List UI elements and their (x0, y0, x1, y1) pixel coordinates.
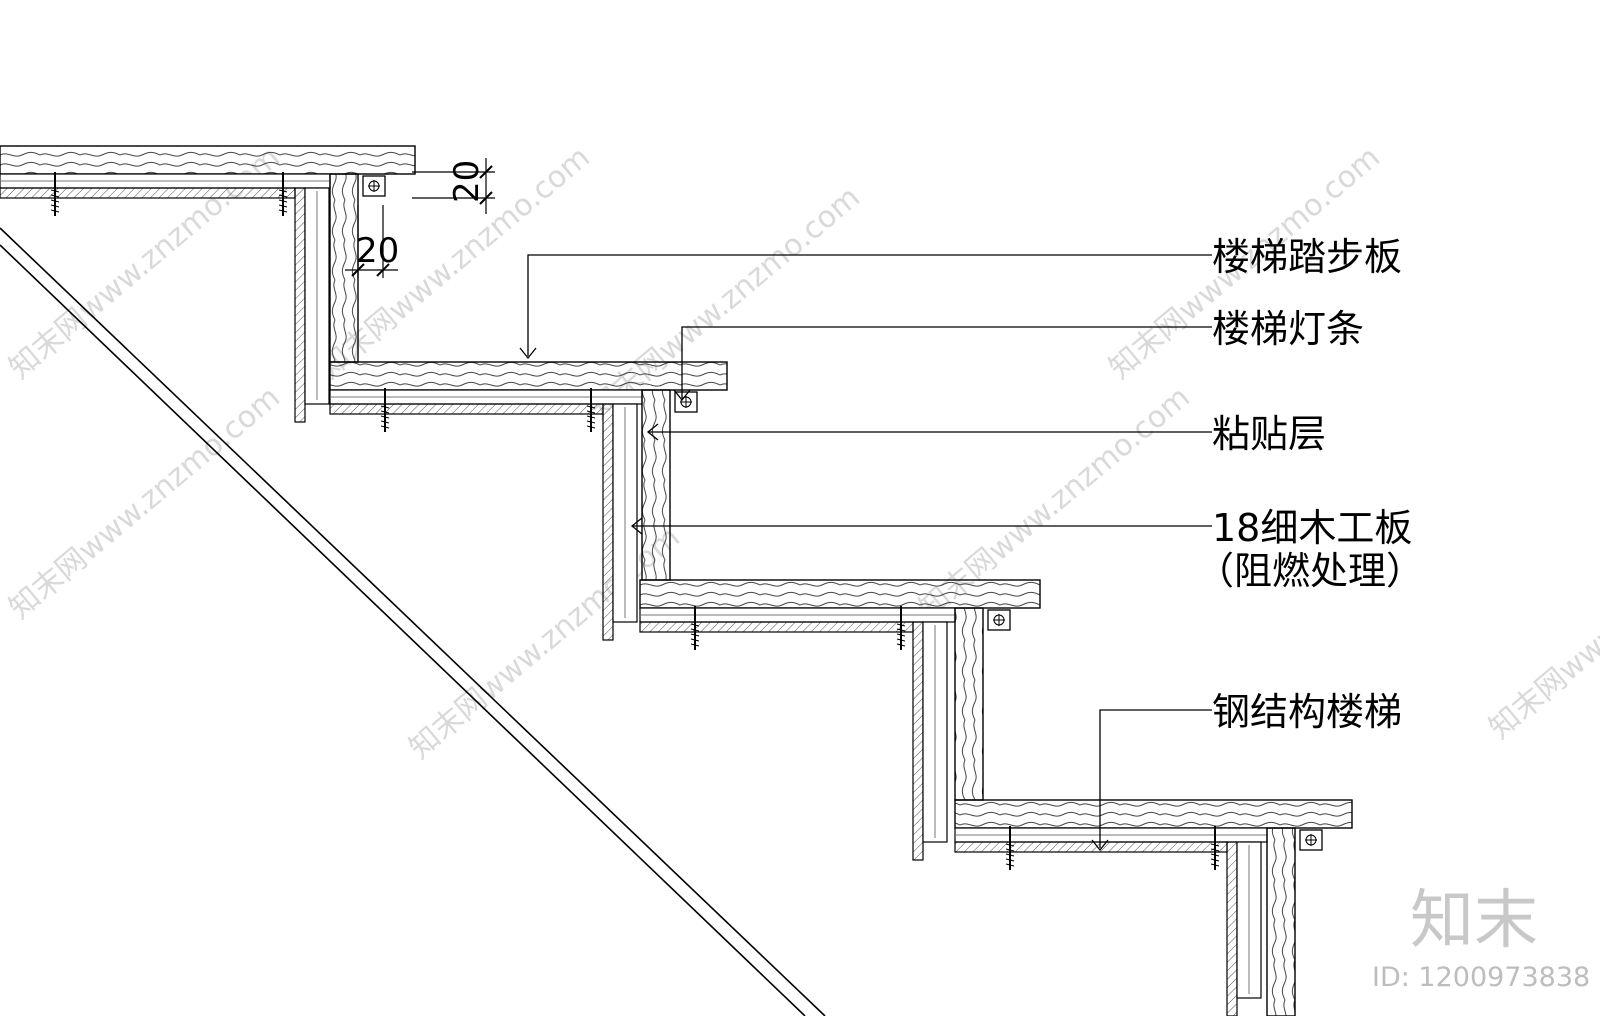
riser-board (329, 173, 359, 363)
dimension-tread: 20 (412, 158, 495, 214)
watermark-text: 知末网www.znzmo.com (1483, 500, 1600, 746)
screw-thread (896, 633, 906, 637)
screw-thread (1210, 863, 1220, 867)
leader-steel-arrow (1091, 839, 1109, 852)
label-steel-stair: 钢结构楼梯 (1212, 690, 1402, 734)
brand-watermark: 知末 (1410, 884, 1538, 958)
screw-thread (1210, 843, 1220, 847)
riser-board (954, 607, 984, 801)
stair-step (0, 145, 416, 423)
riser-board (1266, 827, 1296, 1016)
label-tread: 楼梯踏步板 (1212, 235, 1402, 279)
steel-plate (0, 187, 296, 199)
leader-adhesive-arrow (646, 423, 659, 441)
screw-thread (586, 405, 596, 409)
screw-thread (1005, 853, 1015, 857)
dimension-riser: 20 (345, 205, 399, 278)
screw-thread (690, 643, 700, 647)
tread-board (639, 579, 1041, 609)
stringer (0, 227, 826, 1016)
steel-riser (912, 621, 924, 861)
tread-board (954, 799, 1353, 829)
screw-thread (690, 638, 700, 642)
screw-thread (278, 189, 288, 193)
screw-thread (586, 425, 596, 429)
label-board-line2: （阻燃处理） (1196, 549, 1424, 593)
screw-thread (896, 628, 906, 632)
leader-steel (1099, 709, 1212, 848)
screw-thread (586, 420, 596, 424)
label-board-line1: 18细木工板 (1212, 506, 1412, 550)
screw-thread (1005, 863, 1015, 867)
screw-thread (586, 410, 596, 414)
screw-thread (586, 415, 596, 419)
screw-thread (278, 194, 288, 198)
label-adhesive: 粘贴层 (1212, 412, 1326, 456)
dimension-riser-label: 20 (356, 231, 399, 271)
steel-riser (294, 187, 306, 423)
steel-riser (602, 403, 614, 641)
screw-thread (380, 415, 390, 419)
steel-plate (329, 403, 604, 415)
screw-thread (1210, 853, 1220, 857)
screw-thread (896, 638, 906, 642)
id-watermark: ID: 1200973838 (1372, 962, 1590, 993)
screw-thread (1210, 848, 1220, 852)
stair-step (954, 799, 1353, 1016)
screw-thread (50, 199, 60, 203)
watermark-text: 知末网www.znzmo.com (3, 380, 287, 626)
screw-thread (50, 209, 60, 213)
dimension-tread-label: 20 (447, 160, 487, 203)
screw-thread (690, 628, 700, 632)
screw-thread (690, 633, 700, 637)
screw-thread (896, 623, 906, 627)
leader-tread-arrow (519, 347, 537, 360)
screw-thread (278, 204, 288, 208)
riser-board (641, 389, 671, 581)
screw-thread (50, 189, 60, 193)
screw-thread (50, 204, 60, 208)
screw-thread (380, 410, 390, 414)
screw-thread (1005, 848, 1015, 852)
steel-riser (1226, 841, 1238, 1016)
screw-thread (1210, 858, 1220, 862)
screw-thread (896, 643, 906, 647)
screw-thread (278, 209, 288, 213)
leader-light-strip (681, 326, 1212, 398)
steel-plate (639, 621, 914, 633)
leader-board-arrow (630, 517, 643, 535)
leaders (519, 254, 1212, 852)
stair-step (329, 361, 728, 641)
tread-board (329, 361, 728, 391)
tread-board (0, 145, 416, 175)
screw-thread (690, 623, 700, 627)
leader-light-strip-arrow (673, 389, 691, 402)
stair-steps (0, 145, 1353, 1016)
screw-thread (278, 199, 288, 203)
screw-thread (1005, 843, 1015, 847)
steel-plate (954, 841, 1228, 853)
label-light-strip: 楼梯灯条 (1212, 307, 1364, 351)
screw-thread (380, 425, 390, 429)
screw-thread (380, 420, 390, 424)
leader-tread (527, 254, 1212, 356)
screw-thread (50, 194, 60, 198)
screw-thread (1005, 858, 1015, 862)
screw-thread (380, 405, 390, 409)
